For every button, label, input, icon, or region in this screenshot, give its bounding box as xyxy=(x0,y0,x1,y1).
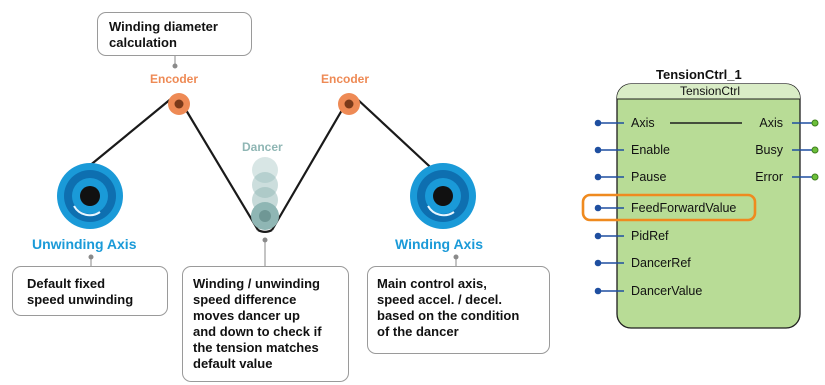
winding-reel xyxy=(410,163,476,229)
web-belt xyxy=(59,97,456,231)
unwinding-reel xyxy=(57,163,123,229)
callout-line: Winding diameter xyxy=(109,19,218,34)
input-pin-enable: Enable xyxy=(631,143,670,157)
output-pins xyxy=(792,122,814,178)
input-pin-axis: Axis xyxy=(631,116,655,130)
callout-line: Winding / unwinding xyxy=(193,276,320,291)
encoder-right-roller xyxy=(338,93,360,115)
dancer-roller xyxy=(251,202,279,230)
encoder-right-label: Encoder xyxy=(321,72,370,86)
feedforward-highlight xyxy=(581,193,757,222)
winding-axis-label: Winding Axis xyxy=(395,236,484,252)
function-block-type-name: TensionCtrl xyxy=(680,84,741,98)
input-pins xyxy=(594,119,624,295)
callout-line: calculation xyxy=(109,35,177,50)
callout-line: moves dancer up xyxy=(193,308,300,323)
input-pin-dancervalue: DancerValue xyxy=(631,284,703,298)
callout-speed-difference: Winding / unwinding speed difference mov… xyxy=(182,266,349,382)
callout-line: Default fixed xyxy=(27,276,106,291)
output-pin-dots xyxy=(811,119,819,181)
callout-line: speed difference xyxy=(193,292,297,307)
output-pin-error: Error xyxy=(755,170,783,184)
output-pin-axis: Axis xyxy=(759,116,783,130)
callout-leaders xyxy=(88,56,459,266)
callout-default-fixed: Default fixed speed unwinding xyxy=(12,266,168,316)
dancer-label: Dancer xyxy=(242,140,283,154)
callout-line: speed unwinding xyxy=(27,292,134,307)
callout-line: the tension matches xyxy=(193,340,319,355)
input-pin-feedforwardvalue: FeedForwardValue xyxy=(631,201,737,215)
callout-winding-diameter: Winding diameter calculation xyxy=(97,12,252,56)
function-block-instance-name: TensionCtrl_1 xyxy=(656,67,742,82)
callout-line: and down to check if xyxy=(193,324,322,339)
unwinding-axis-label: Unwinding Axis xyxy=(32,236,137,252)
input-pin-pidref: PidRef xyxy=(631,229,669,243)
dancer-belt-wrap xyxy=(257,229,273,233)
encoder-left-roller xyxy=(168,93,190,115)
callout-line: speed accel. / decel. xyxy=(377,292,503,307)
function-block-shape xyxy=(616,83,801,329)
callout-line: Main control axis, xyxy=(377,276,487,291)
input-pin-pause: Pause xyxy=(631,170,667,184)
encoder-left-label: Encoder xyxy=(150,72,199,86)
callout-main-control: Main control axis, speed accel. / decel.… xyxy=(367,266,550,354)
callout-line: of the dancer xyxy=(377,324,459,339)
callout-line: default value xyxy=(193,356,273,371)
callout-line: based on the condition xyxy=(377,308,520,323)
input-pin-dancerref: DancerRef xyxy=(631,256,691,270)
output-pin-busy: Busy xyxy=(755,143,783,157)
